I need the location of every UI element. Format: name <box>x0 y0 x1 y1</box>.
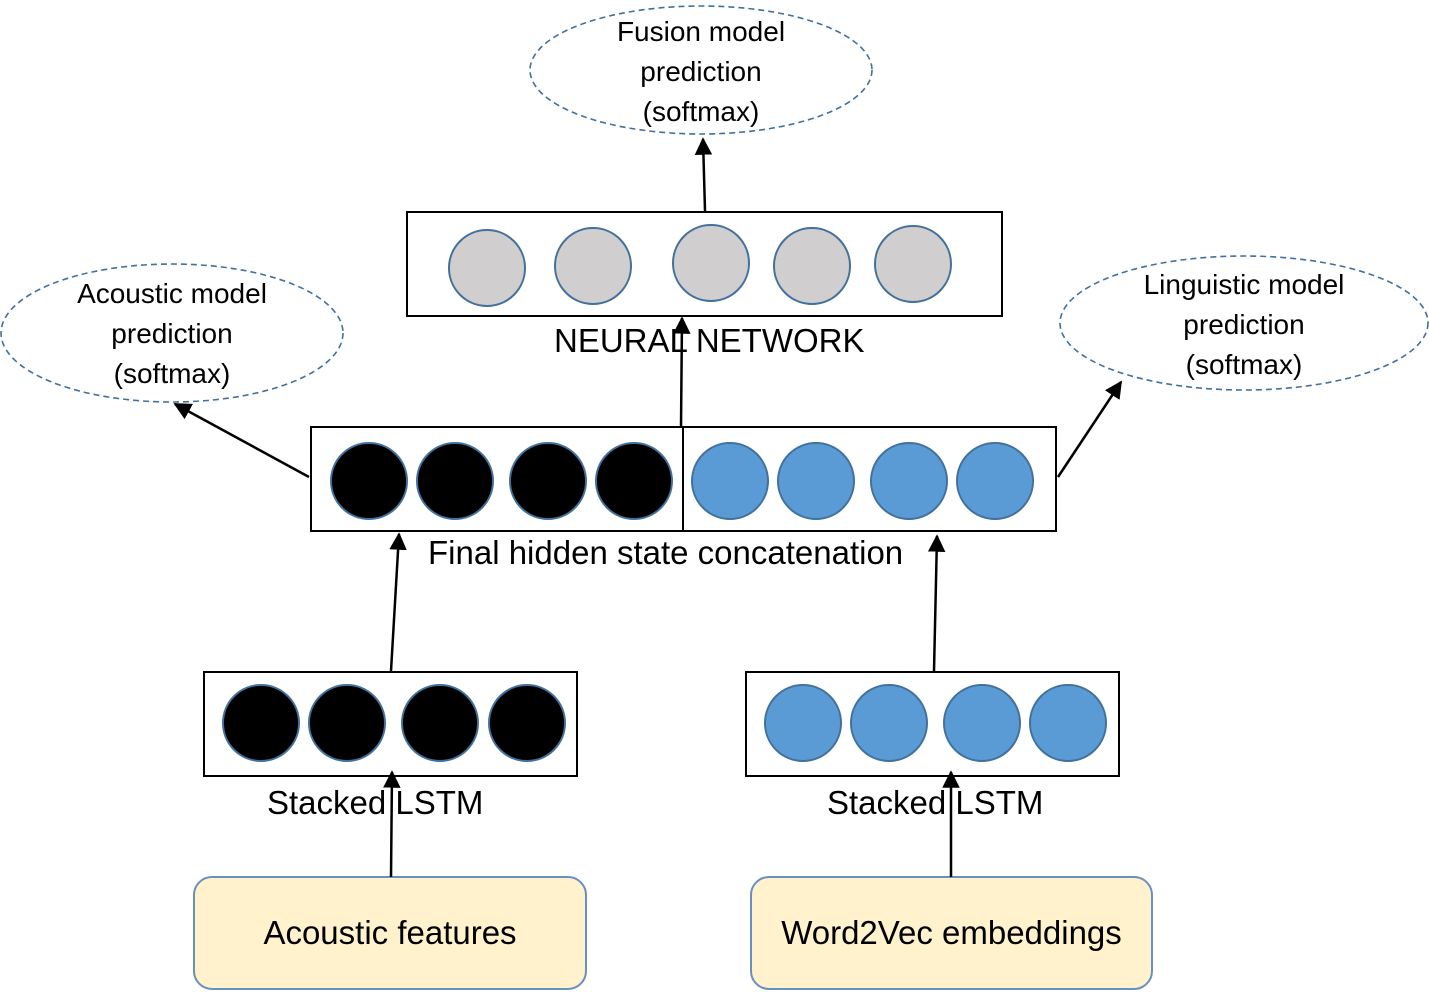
acoustic-line-2: prediction <box>111 318 233 349</box>
fusion-prediction-ellipse <box>529 5 873 135</box>
acoustic-lstm-node <box>488 684 566 762</box>
concat-acoustic-node <box>595 442 673 520</box>
linguistic-line-3: (softmax) <box>1185 349 1303 380</box>
fusion-prediction-label: Fusion model prediction (softmax) <box>531 12 871 132</box>
concat-linguistic-node <box>956 442 1034 520</box>
acoustic-line-3: (softmax) <box>113 358 231 389</box>
nn-node <box>773 227 851 305</box>
linguistic-lstm-node <box>943 684 1021 762</box>
linguistic-line-1: Linguistic model <box>1143 269 1345 300</box>
concat-acoustic-node <box>509 442 587 520</box>
concat-linguistic-node <box>870 442 948 520</box>
nn-node <box>672 224 750 302</box>
fusion-line-2: prediction <box>640 56 762 87</box>
linguistic-lstm-node <box>850 684 928 762</box>
linguistic-line-2: prediction <box>1183 309 1305 340</box>
concat-linguistic-node <box>777 442 855 520</box>
acoustic-line-1: Acoustic model <box>77 278 267 309</box>
acoustic-prediction-label: Acoustic model prediction (softmax) <box>2 274 342 394</box>
arrow-concat-to-linguistic-prediction <box>1056 380 1123 478</box>
concat-acoustic-node <box>330 442 408 520</box>
acoustic-features-box <box>193 876 587 990</box>
linguistic-lstm-node <box>764 684 842 762</box>
fusion-line-1: Fusion model <box>616 16 786 47</box>
acoustic-lstm-node <box>308 684 386 762</box>
acoustic-lstm-node <box>401 684 479 762</box>
linguistic-prediction-ellipse <box>1059 255 1429 391</box>
arrow-acoustic-input-to-lstm <box>383 770 401 878</box>
acoustic-lstm-node <box>222 684 300 762</box>
arrow-linguistic-lstm-to-concat <box>927 534 946 672</box>
acoustic-lstm-label: Stacked LSTM <box>267 784 484 821</box>
concat-acoustic-node <box>416 442 494 520</box>
acoustic-prediction-ellipse <box>0 263 344 403</box>
arrow-nn-to-fusion <box>694 137 713 212</box>
nn-node <box>874 225 952 303</box>
acoustic-features-label: Acoustic features <box>263 914 517 951</box>
linguistic-prediction-label: Linguistic model prediction (softmax) <box>1074 265 1414 385</box>
fusion-line-3: (softmax) <box>642 96 760 127</box>
linguistic-lstm-label: Stacked LSTM <box>827 784 1044 821</box>
word2vec-label: Word2Vec embeddings <box>781 914 1122 951</box>
nn-node <box>448 229 526 307</box>
nn-node <box>554 227 632 305</box>
concatenation-label: Final hidden state concatenation <box>428 534 904 571</box>
arrow-concat-to-acoustic-prediction <box>173 402 310 479</box>
neural-network-label: NEURAL NETWORK <box>554 322 865 359</box>
linguistic-lstm-node <box>1029 684 1107 762</box>
concat-linguistic-node <box>691 442 769 520</box>
arrow-acoustic-lstm-to-concat <box>389 532 407 672</box>
arrow-concat-to-nn <box>673 316 691 428</box>
